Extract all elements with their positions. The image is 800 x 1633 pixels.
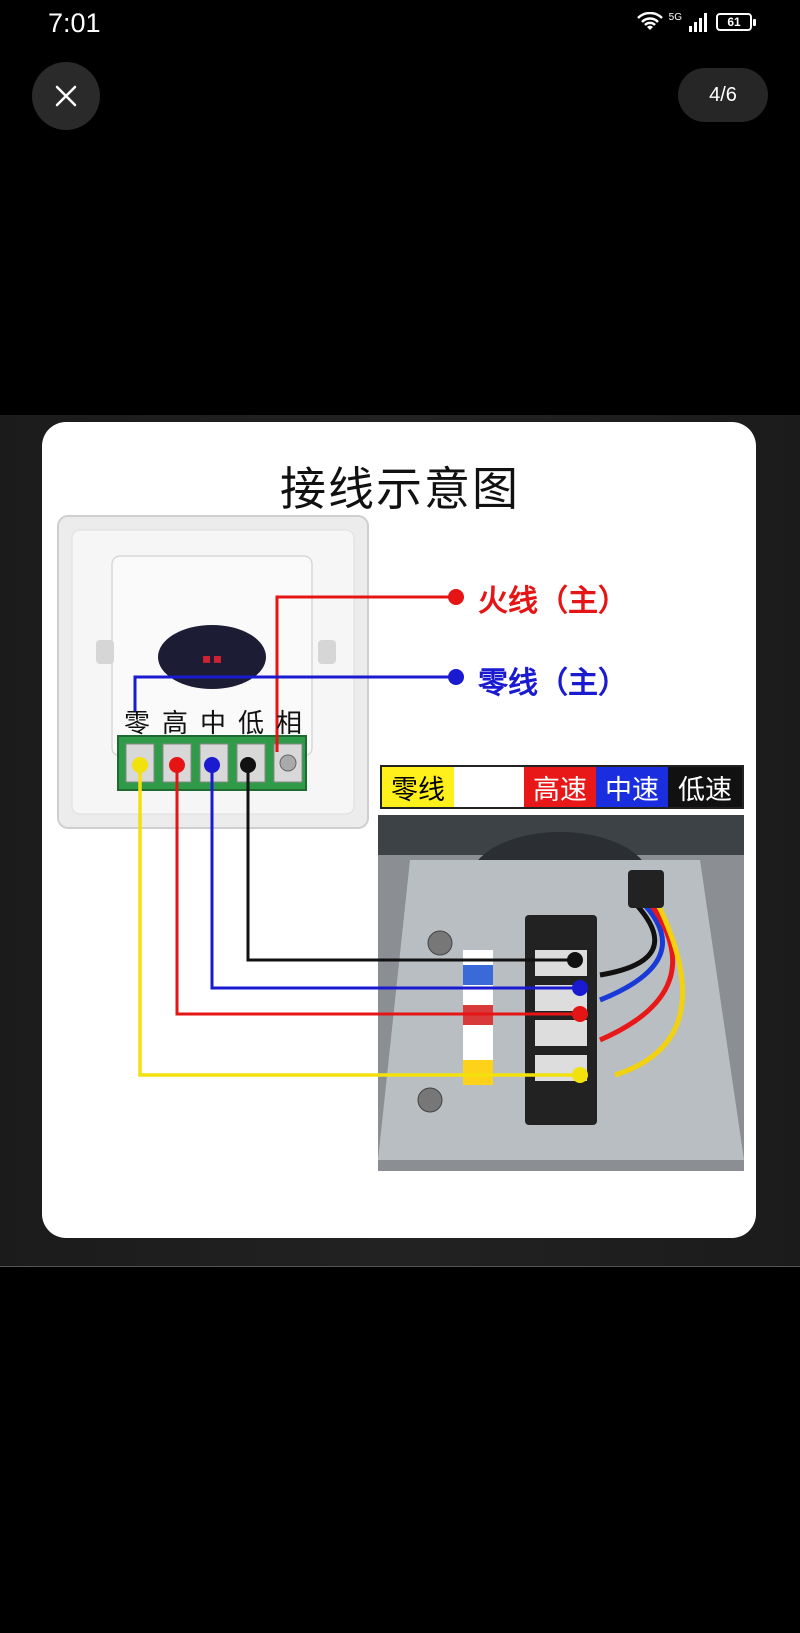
status-bar: 7:01 5G 61 <box>0 0 800 48</box>
wires <box>133 589 580 1077</box>
battery-icon: 61 <box>716 13 756 31</box>
legend-neutral: 零线 <box>382 767 454 807</box>
close-button[interactable] <box>32 62 100 130</box>
display-window <box>158 625 266 689</box>
live-wire <box>275 595 456 752</box>
close-icon <box>55 85 77 107</box>
legend-blank <box>454 767 524 807</box>
mid-speed-wire <box>210 765 580 990</box>
terminal-label-neutral: 零 <box>123 709 150 739</box>
status-time: 7:01 <box>48 8 101 38</box>
terminal-label-low: 低 <box>237 709 264 739</box>
diagram-title: 接线示意图 <box>280 462 520 516</box>
legend-low-speed: 低速 <box>668 767 742 807</box>
terminal-label-mid: 中 <box>199 709 226 739</box>
neutral-wire <box>138 765 580 1077</box>
legend-mid-speed: 中速 <box>596 767 668 807</box>
svg-text:▪▪: ▪▪ <box>201 648 223 669</box>
terminal-label-phase: 相 <box>275 709 302 739</box>
signal-icon <box>689 13 707 32</box>
low-speed-wire <box>246 765 575 962</box>
fan-junction-box <box>378 815 744 1171</box>
terminal-labels: 零 高 中 低 相 <box>120 703 306 740</box>
wifi-icon <box>636 12 663 30</box>
speed-switch: ▪▪ <box>57 515 369 829</box>
live-wire-label: 火线（主） <box>478 584 628 619</box>
neutral-main-wire <box>133 675 456 712</box>
image-counter: 4/6 <box>678 68 768 122</box>
network-type: 5G <box>668 12 682 23</box>
status-icons: 5G 61 <box>636 12 756 32</box>
neutral-wire-label: 零线（主） <box>478 666 628 701</box>
legend-high-speed: 高速 <box>524 767 596 807</box>
wire-dots <box>132 757 588 1083</box>
high-speed-wire <box>175 765 580 1016</box>
terminal-label-high: 高 <box>161 709 188 739</box>
wire-color-legend: 零线 高速 中速 低速 <box>380 765 744 809</box>
